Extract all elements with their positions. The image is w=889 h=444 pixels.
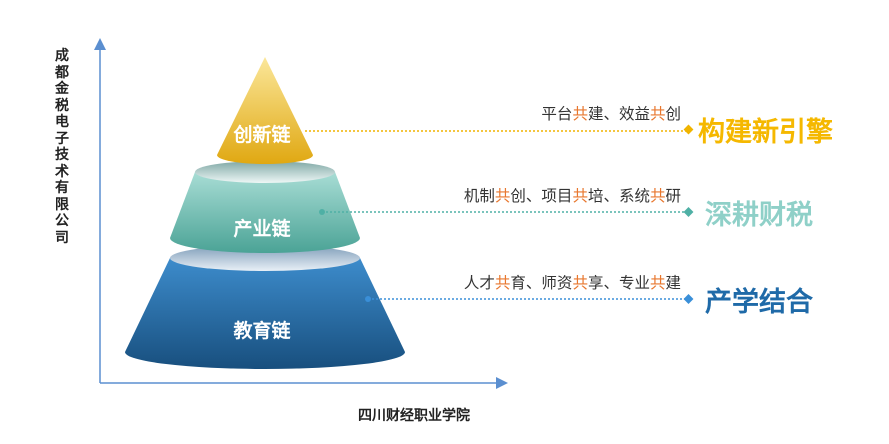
description-text: 育、师资: [510, 274, 573, 292]
description-text: 创、项目: [510, 187, 573, 205]
highlight-text: 共: [649, 187, 666, 205]
description-text: 创: [665, 105, 681, 123]
connector-lines: [305, 124, 694, 304]
layer-industry: [170, 161, 360, 253]
row-description-1: 平台共建、效益共创: [541, 102, 681, 124]
description-text: 人才: [463, 274, 495, 292]
description-text: 享、专业: [587, 274, 650, 292]
description-text: 机制: [463, 187, 495, 205]
y-axis-label: 成都金税电子技术有限公司: [55, 48, 69, 246]
highlight-text: 共: [572, 274, 588, 292]
highlight-text: 共: [572, 187, 588, 205]
layer-label-industry: 产业链: [233, 218, 291, 240]
highlight-text: 共: [494, 187, 511, 205]
goal-industry: 深耕财税: [705, 200, 813, 231]
highlight-text: 共: [494, 274, 511, 292]
goal-innovation: 构建新引擎: [698, 117, 833, 148]
highlight-text: 共: [649, 274, 666, 292]
layer-innovation: [217, 57, 313, 164]
highlight-text: 共: [649, 105, 666, 123]
description-text: 建、效益: [587, 105, 650, 123]
description-text: 培、系统: [587, 187, 650, 205]
highlight-text: 共: [572, 105, 588, 123]
layer-label-education: 教育链: [233, 320, 291, 342]
layer-education: [125, 245, 405, 369]
description-text: 研: [665, 187, 681, 205]
layer-label-innovation: 创新链: [233, 124, 291, 146]
row-description-2: 机制共创、项目共培、系统共研: [464, 184, 681, 206]
description-text: 建: [665, 274, 681, 292]
description-text: 平台: [541, 105, 573, 123]
row-description-3: 人才共育、师资共享、专业共建: [464, 271, 681, 293]
goal-education: 产学结合: [705, 287, 813, 318]
x-axis-label: 四川财经职业学院: [358, 408, 470, 424]
